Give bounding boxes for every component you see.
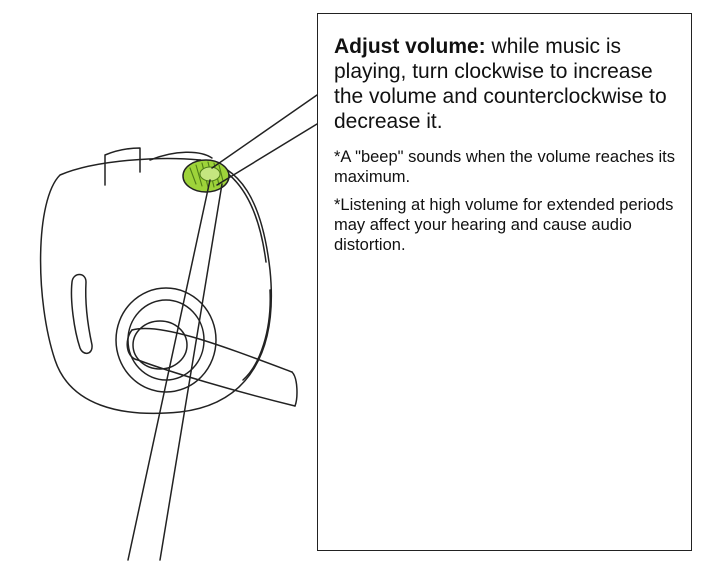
boom-arm-top (131, 327, 293, 373)
earcup-edge (199, 159, 271, 381)
mic-hub-outer (115, 287, 217, 393)
earcup-shell (39, 157, 273, 415)
earcup-slot (70, 273, 93, 354)
pointer-line-b (159, 183, 223, 561)
boom-arm-bottom (137, 359, 296, 407)
headband-outer (149, 151, 213, 161)
mic-hub-core (132, 320, 188, 370)
pointer-line-a (127, 179, 211, 561)
instruction-callout (317, 13, 692, 551)
instruction-heading: Adjust volume: (334, 35, 486, 58)
instruction-text-block: Adjust volume: while music is playing, t… (334, 34, 684, 255)
headband-stub (104, 147, 141, 186)
boom-arm-joint (126, 329, 139, 361)
beep-note: *A "beep" sounds when the volume reaches… (334, 148, 676, 186)
volume-instruction: Adjust volume: while music is playing, t… (334, 34, 684, 134)
boom-arm-tip (291, 371, 298, 407)
callout-leader-lower (216, 123, 318, 186)
instruction-body: while music is playing, turn clockwise t… (334, 35, 667, 133)
callout-leader-upper (211, 94, 318, 169)
hearing-warning-note: *Listening at high volume for extended p… (334, 196, 674, 254)
